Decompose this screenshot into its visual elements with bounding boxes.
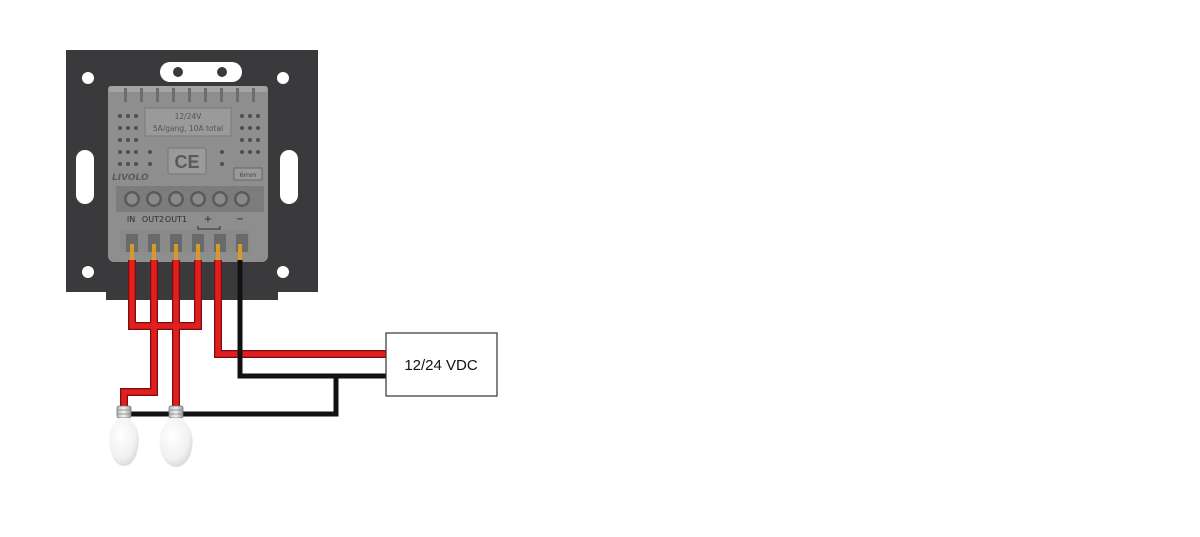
positive-wires xyxy=(120,260,386,410)
spec-current-label: 5A/gang, 10A total xyxy=(153,124,223,133)
terminal-label-in: IN xyxy=(127,215,135,224)
negative-wires xyxy=(124,260,386,417)
switch-module: 12/24V 5A/gang, 10A total CE LIVOLO 6mm … xyxy=(108,86,268,262)
terminal-screws xyxy=(124,191,250,207)
terminal-label-plus: + xyxy=(204,214,212,225)
power-supply-box: 12/24 VDC xyxy=(385,332,498,397)
terminal-label-out1: OUT1 xyxy=(165,215,187,224)
wire-copper-ends xyxy=(130,244,242,262)
strip-length-label: 6mm xyxy=(240,171,257,179)
light-bulb-icon xyxy=(159,405,193,467)
ce-mark: CE xyxy=(174,152,199,172)
power-supply-label: 12/24 VDC xyxy=(404,357,478,374)
vent-holes xyxy=(118,114,260,166)
terminal-label-out2: OUT2 xyxy=(142,215,164,224)
terminal-label-minus: − xyxy=(236,214,244,225)
brand-label: LIVOLO xyxy=(112,173,149,183)
light-bulb-icon xyxy=(109,405,139,466)
spec-voltage-label: 12/24V xyxy=(175,112,203,121)
